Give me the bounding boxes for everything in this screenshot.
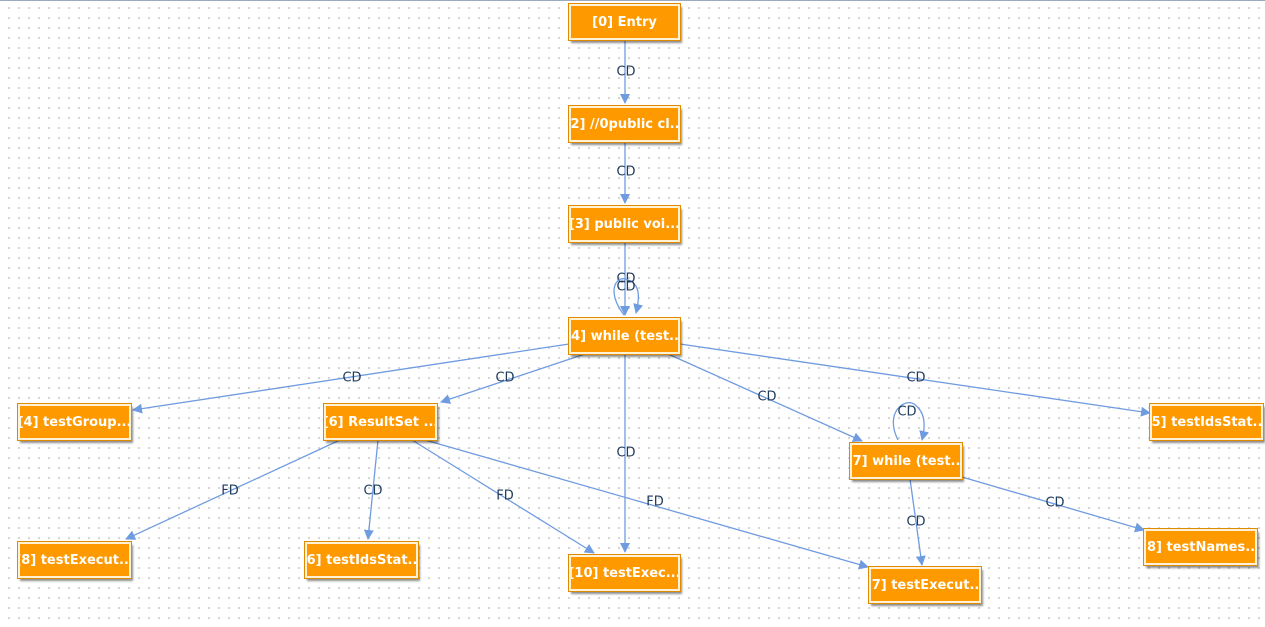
node-n6b[interactable]: [6] testIdsStat... — [304, 541, 419, 579]
node-n8a[interactable]: [8] testExecut... — [17, 541, 132, 579]
node-n4b[interactable]: [4] testGroup... — [17, 403, 132, 441]
node-n5[interactable]: [5] testIdsStat... — [1149, 403, 1264, 441]
node-label: [7] while (test... — [850, 453, 962, 469]
node-n10[interactable]: [10] testExec... — [568, 554, 681, 592]
edge-n7w-to-n8b[interactable] — [961, 476, 1145, 533]
edge-label: CD — [906, 371, 925, 386]
node-label: [7] testExecut... — [869, 577, 981, 593]
node-n7w[interactable]: [7] while (test... — [849, 442, 963, 480]
node-n7b[interactable]: [7] testExecut... — [868, 566, 982, 604]
edge-label: CD — [757, 390, 776, 405]
edge-label: FD — [221, 484, 239, 499]
edge-label: CD — [616, 65, 635, 80]
edge-n6-to-n7b[interactable] — [424, 439, 869, 570]
edge-n4-self-loop[interactable] — [613, 278, 644, 316]
node-n4[interactable]: [4] while (test... — [568, 317, 681, 355]
edge-label: CD — [616, 280, 635, 295]
node-n6[interactable]: [6] ResultSet ... — [323, 403, 438, 441]
node-label: [6] testIdsStat... — [305, 552, 418, 568]
node-label: [5] testIdsStat... — [1150, 414, 1263, 430]
edge-n7w-self-loop[interactable] — [892, 402, 930, 441]
edge-label: CD — [495, 371, 514, 386]
edge-label: FD — [496, 489, 514, 504]
edge-label: CD — [897, 405, 916, 420]
edge-label: FD — [646, 495, 664, 510]
edge-n6-to-n10[interactable] — [411, 439, 595, 554]
edge-label: CD — [342, 371, 361, 386]
node-label: [10] testExec... — [569, 565, 680, 581]
node-label: [3] public voi... — [569, 216, 680, 232]
node-label: [4] while (test... — [569, 328, 680, 344]
node-label: [4] testGroup... — [18, 414, 131, 430]
canvas-top-border — [0, 0, 1265, 1]
node-n3[interactable]: [3] public voi... — [568, 205, 681, 243]
edge-n4-to-n6[interactable] — [440, 353, 586, 404]
edge-label: CD — [363, 484, 382, 499]
edge-n4-to-n4b[interactable] — [132, 343, 570, 414]
node-label: [6] ResultSet ... — [324, 414, 437, 430]
node-label: [2] //0public cl... — [569, 116, 680, 132]
node-label: [8] testNames... — [1144, 539, 1257, 555]
node-label: [0] Entry — [592, 14, 657, 30]
edge-label: CD — [906, 515, 925, 530]
node-n8b[interactable]: [8] testNames... — [1143, 528, 1258, 566]
edge-n6-to-n8a[interactable] — [125, 439, 341, 540]
node-label: [8] testExecut... — [18, 552, 131, 568]
edge-label: CD — [1045, 496, 1064, 511]
node-n0[interactable]: [0] Entry — [568, 3, 681, 41]
node-n2[interactable]: [2] //0public cl... — [568, 105, 681, 143]
edge-n4-to-n7w[interactable] — [667, 353, 863, 442]
edge-n7w-to-n7b[interactable] — [909, 478, 926, 566]
edge-n4-to-n5[interactable] — [679, 343, 1151, 417]
edge-n6-to-n6b[interactable] — [363, 439, 379, 540]
edge-label: CD — [616, 165, 635, 180]
edge-label: CD — [616, 446, 635, 461]
